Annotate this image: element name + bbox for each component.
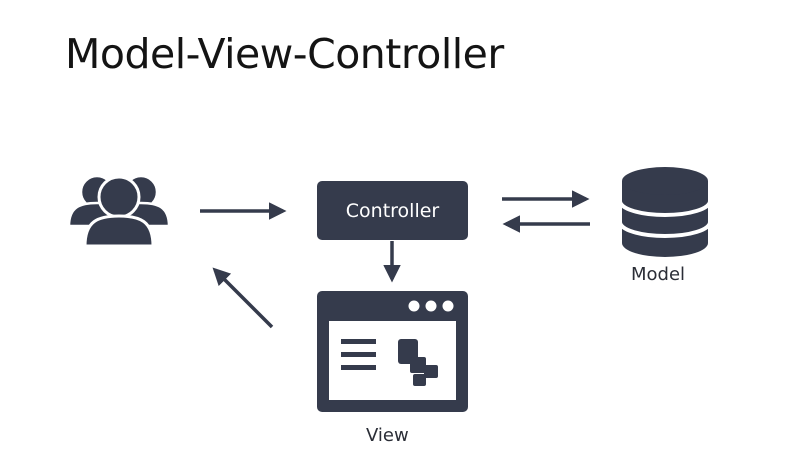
- window-dot-icon: [442, 300, 454, 312]
- view-label: View: [366, 425, 409, 446]
- window-dot-icon: [425, 300, 437, 312]
- browser-window-icon: [317, 291, 468, 412]
- arrow-view-to-user: [212, 267, 274, 329]
- blocks-icon: [398, 339, 438, 386]
- text-lines-icon: [341, 339, 376, 370]
- database-icon: [618, 167, 712, 257]
- model-label: Model: [631, 264, 686, 285]
- page-title: Model-View-Controller: [65, 30, 504, 78]
- controller-node: Controller: [317, 181, 468, 240]
- users-icon: [67, 174, 171, 248]
- window-dot-icon: [408, 300, 420, 312]
- controller-label: Controller: [345, 199, 440, 222]
